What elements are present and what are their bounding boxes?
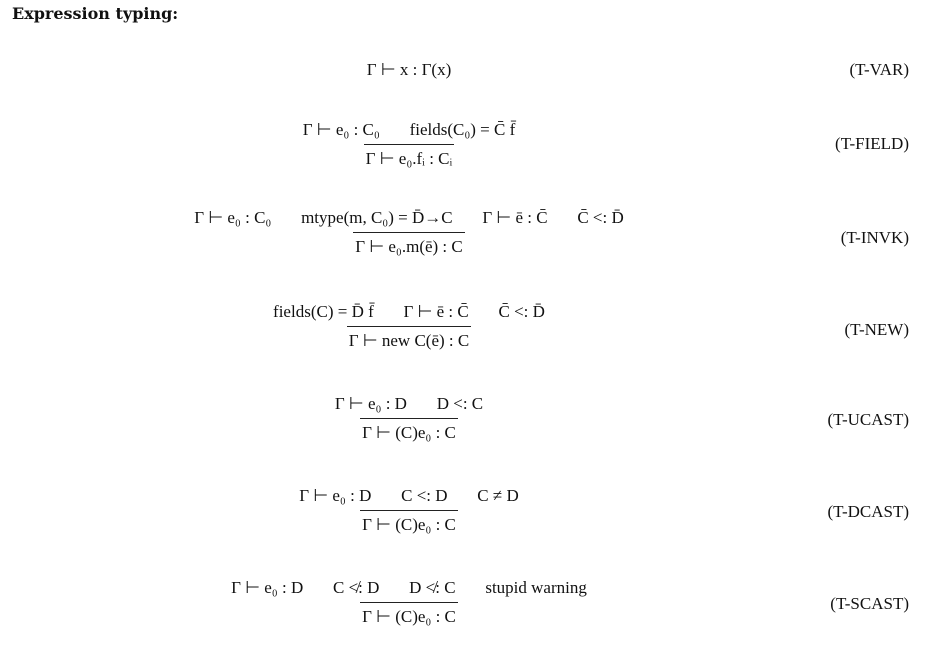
inference-fraction: Γ ⊢ e₀ : C₀ fields(C₀) = C̄ f̄ Γ ⊢ e₀.fᵢ… [301, 120, 518, 169]
rule-premise: Γ ⊢ e₀ : D C ≮: D D ≮: C stupid warning [231, 578, 587, 597]
inference-fraction: Γ ⊢ e₀ : D C <: D C ≠ D Γ ⊢ (C)e₀ : C [297, 486, 520, 535]
rule-label: (T-DCAST) [827, 502, 909, 521]
rule-label: (T-VAR) [849, 60, 909, 79]
inference-fraction: fields(C) = D̄ f̄ Γ ⊢ ē : C̄ C̄ <: D̄ Γ … [271, 302, 547, 351]
rule-conclusion: Γ ⊢ (C)e₀ : C [360, 510, 458, 535]
inference-fraction: Γ ⊢ e₀ : D C ≮: D D ≮: C stupid warning … [229, 578, 589, 627]
rule-formula: Γ ⊢ e₀ : D C <: D C ≠ D Γ ⊢ (C)e₀ : C [120, 486, 698, 535]
rule-formula: fields(C) = D̄ f̄ Γ ⊢ ē : C̄ C̄ <: D̄ Γ … [120, 302, 698, 351]
rule-conclusion: Γ ⊢ (C)e₀ : C [360, 602, 458, 627]
rule-conclusion: Γ ⊢ new C(ē) : C [346, 326, 472, 351]
rule-premise: Γ ⊢ e₀ : C₀ mtype(m, C₀) = D̄→C Γ ⊢ ē : … [194, 208, 624, 227]
rule-label: (T-INVK) [840, 228, 909, 247]
rule-formula: Γ ⊢ e₀ : D D <: C Γ ⊢ (C)e₀ : C [120, 394, 698, 443]
inference-fraction: Γ ⊢ e₀ : C₀ mtype(m, C₀) = D̄→C Γ ⊢ ē : … [192, 208, 626, 257]
rule-premise: fields(C) = D̄ f̄ Γ ⊢ ē : C̄ C̄ <: D̄ [273, 302, 545, 321]
rule-formula: Γ ⊢ e₀ : C₀ mtype(m, C₀) = D̄→C Γ ⊢ ē : … [120, 208, 698, 257]
rule-premise: Γ ⊢ e₀ : D D <: C [334, 394, 484, 413]
rule-formula: Γ ⊢ e₀ : D C ≮: D D ≮: C stupid warning … [120, 578, 698, 627]
rule-label: (T-UCAST) [827, 410, 909, 429]
rule-formula: Γ ⊢ e₀ : C₀ fields(C₀) = C̄ f̄ Γ ⊢ e₀.fᵢ… [120, 120, 698, 169]
rule-conclusion: Γ ⊢ e₀.m(ē) : C [353, 232, 465, 257]
rule-label: (T-SCAST) [830, 594, 909, 613]
rule-premise: Γ ⊢ e₀ : D C <: D C ≠ D [299, 486, 519, 505]
rule-conclusion: Γ ⊢ (C)e₀ : C [360, 418, 458, 443]
rule-label: (T-FIELD) [835, 134, 909, 153]
inference-fraction: Γ ⊢ e₀ : D D <: C Γ ⊢ (C)e₀ : C [333, 394, 485, 443]
rule-label: (T-NEW) [844, 320, 909, 339]
rule-formula: Γ ⊢ x : Γ(x) [120, 60, 698, 80]
rule-axiom: Γ ⊢ x : Γ(x) [366, 60, 452, 79]
section-heading: Expression typing: [12, 4, 179, 23]
rule-conclusion: Γ ⊢ e₀.fᵢ : Cᵢ [363, 144, 455, 169]
rule-premise: Γ ⊢ e₀ : C₀ fields(C₀) = C̄ f̄ [302, 120, 516, 139]
